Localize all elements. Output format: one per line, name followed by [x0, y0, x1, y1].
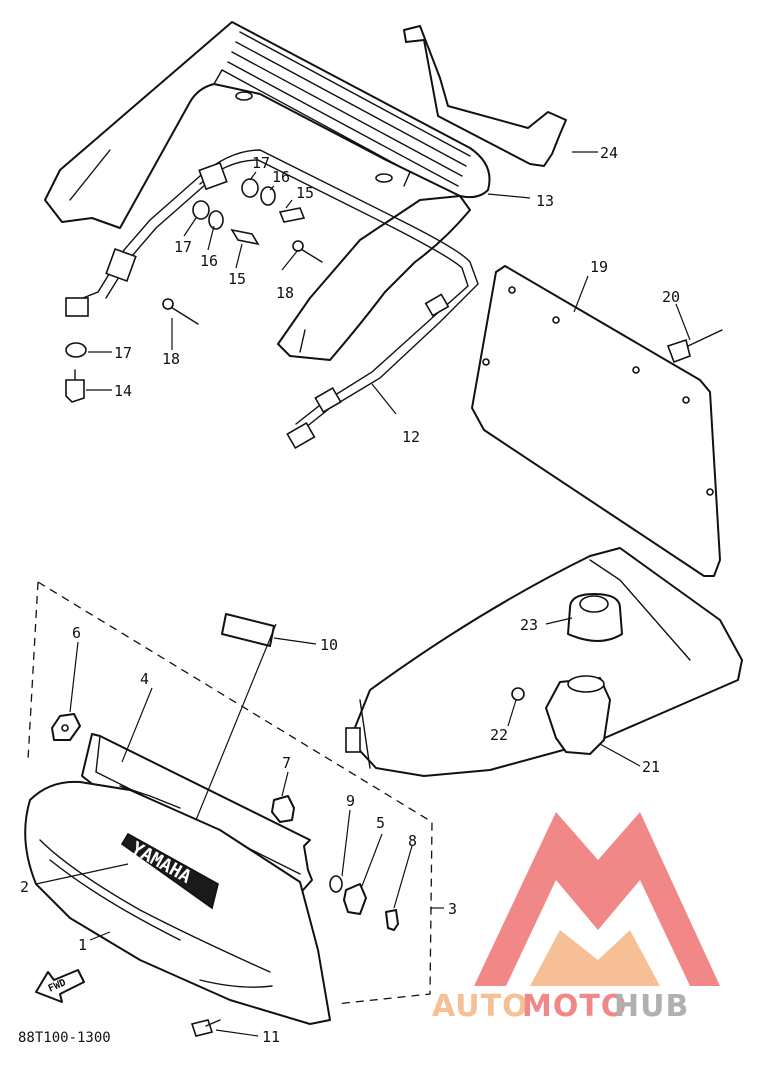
- callout-17c: 17: [114, 344, 132, 362]
- plate-19: [471, 265, 721, 577]
- bolt-11: [190, 1019, 221, 1037]
- diagram-code: 88T100-1300: [18, 1030, 111, 1046]
- callout-7: 7: [282, 754, 291, 772]
- callout-17a: 17: [252, 154, 270, 172]
- callout-5: 5: [376, 814, 385, 832]
- watermark-word-moto: MOTO: [522, 989, 627, 1024]
- carrier-frame-13: [44, 21, 491, 361]
- callout-12: 12: [402, 428, 420, 446]
- callout-15a: 15: [296, 184, 314, 202]
- callout-8: 8: [408, 832, 417, 850]
- callout-17b: 17: [174, 238, 192, 256]
- collar-7: [271, 795, 295, 823]
- callout-13: 13: [536, 192, 554, 210]
- callout-1: 1: [78, 936, 87, 954]
- callout-4: 4: [140, 670, 149, 688]
- callout-6: 6: [72, 624, 81, 642]
- callout-20: 20: [662, 288, 680, 306]
- watermark-mark-outer: [474, 812, 720, 986]
- callout-19: 19: [590, 258, 608, 276]
- stay-24: [403, 25, 567, 167]
- callout-23: 23: [520, 616, 538, 634]
- fasteners-left: [65, 178, 323, 403]
- callout-18a: 18: [276, 284, 294, 302]
- watermark-word-hub: HUB: [614, 989, 689, 1024]
- callout-14: 14: [114, 382, 132, 400]
- screw-20: [666, 329, 723, 364]
- fwd-arrow-icon: FWD: [35, 969, 85, 1003]
- callout-3: 3: [448, 900, 457, 918]
- watermark-word-auto: AUTO: [432, 989, 529, 1024]
- cover-panel-1: [24, 780, 331, 1025]
- callout-16b: 16: [200, 252, 218, 270]
- callout-24: 24: [600, 144, 618, 162]
- pad-10: [221, 613, 275, 647]
- clip-6: [51, 713, 81, 741]
- callout-16a: 16: [272, 168, 290, 186]
- callout-21: 21: [642, 758, 660, 776]
- callout-2: 2: [20, 878, 29, 896]
- rear-fender: [345, 547, 743, 777]
- callout-9: 9: [346, 792, 355, 810]
- callout-18b: 18: [162, 350, 180, 368]
- callout-22: 22: [490, 726, 508, 744]
- callout-11: 11: [262, 1028, 280, 1046]
- callout-15b: 15: [228, 270, 246, 288]
- watermark-logo: AUTO MOTO HUB: [432, 812, 720, 1024]
- wire-harness-12: [65, 149, 479, 450]
- callout-labels: 1 2 3 4 5 6 7 8 9 10 11 12 13 14 15 15 1…: [20, 144, 680, 1046]
- watermark-mark-inner: [530, 930, 660, 986]
- assembly-boundary-3: [27, 581, 444, 1005]
- leader-lines: [35, 151, 691, 1037]
- hardware-right: [329, 875, 399, 931]
- callout-10: 10: [320, 636, 338, 654]
